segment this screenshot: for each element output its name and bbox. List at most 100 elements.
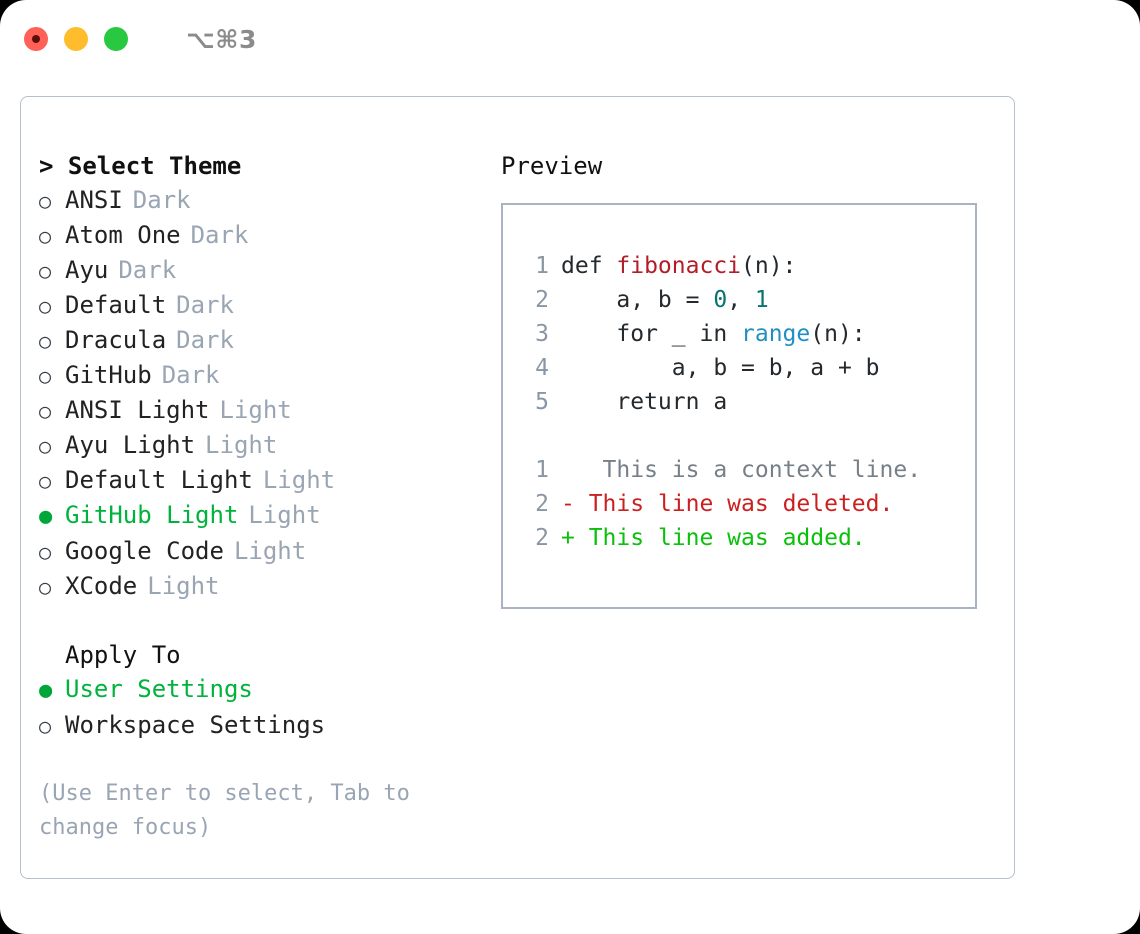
theme-option-label: ANSI Light [65,396,210,424]
theme-option-label: Google Code [65,537,224,565]
theme-option-default[interactable]: ○ Default Dark [39,288,501,323]
diff-line-text: This line was added. [574,525,866,551]
apply-to-list[interactable]: ● User Settings ○Workspace Settings [39,672,501,743]
theme-option-label: GitHub Light [65,501,239,529]
theme-option-tag: Light [219,396,292,424]
theme-option-tag: Light [205,431,278,459]
apply-to-header: Apply To [65,641,181,669]
radio-unselected-icon: ○ [39,364,52,388]
close-button[interactable] [24,27,48,51]
code-line: 4 a, b = b, a + b [521,351,975,385]
code-line-text: for _ in range(n): [561,317,865,351]
radio-unselected-icon: ○ [39,259,52,283]
diff-sign: + [561,525,575,551]
preview-title: Preview [501,152,603,180]
apply-to-option-label: Workspace Settings [65,711,326,739]
diff-line-text: This line was deleted. [574,491,894,517]
radio-unselected-icon: ○ [39,189,52,213]
code-token-plain: for _ in [561,321,742,347]
theme-option-tag: Dark [176,291,234,319]
theme-option-label: Default [65,291,167,319]
spacer [521,419,975,453]
diff-sample: 1 This is a context line.2- This line wa… [521,453,975,555]
zoom-button[interactable] [104,27,128,51]
code-line-text: return a [561,385,727,419]
theme-option-ansi-light[interactable]: ○ ANSI Light Light [39,393,501,428]
diff-line-del: 2- This line was deleted. [521,487,975,521]
theme-option-label: XCode [65,572,138,600]
code-line-number: 1 [535,253,549,279]
code-line-number: 2 [535,287,549,313]
code-token-plain: def [561,253,617,279]
theme-option-ansi[interactable]: ○ ANSI Dark [39,183,501,218]
radio-unselected-icon: ○ [39,540,52,564]
code-line-text: def fibonacci(n): [561,249,796,283]
minimize-button[interactable] [64,27,88,51]
apply-to-option-label: User Settings [65,675,253,703]
diff-sign: - [561,491,575,517]
theme-option-label: Ayu [65,256,109,284]
diff-line-number: 1 [535,457,549,483]
code-line-number: 4 [535,355,549,381]
theme-option-tag: Dark [161,361,220,389]
theme-option-tag: Light [147,572,220,600]
code-token-plain: (n): [741,253,797,279]
theme-option-tag: Light [262,466,336,494]
keyboard-hint: (Use Enter to select, Tab to change focu… [39,781,410,840]
theme-option-tag: Light [248,501,321,529]
theme-option-ayu[interactable]: ○ Ayu Dark [39,253,501,288]
theme-option-tag: Dark [176,326,234,354]
theme-option-label: ANSI [65,186,123,214]
radio-unselected-icon: ○ [39,399,52,423]
theme-option-label: Dracula [65,326,167,354]
theme-option-tag: Dark [118,256,177,284]
keyboard-shortcut-label: ⌥⌘3 [186,24,257,54]
diff-line-number: 2 [535,525,549,551]
diff-line-text: This is a context line. [574,457,922,483]
spacer [39,604,501,638]
code-line: 5 return a [521,385,975,419]
radio-selected-icon: ● [39,504,53,529]
apply-to-option-workspace-settings[interactable]: ○Workspace Settings [39,708,501,743]
theme-option-github-light[interactable]: ● GitHub Light Light [39,498,501,534]
code-line-number: 5 [535,389,549,415]
code-token-plain: a, b = b, a + b [561,355,880,381]
code-line: 3 for _ in range(n): [521,317,975,351]
apply-to-option-user-settings[interactable]: ● User Settings [39,672,501,708]
theme-option-label: Atom One [65,221,181,249]
theme-option-tag: Light [233,537,307,565]
radio-unselected-icon: ○ [39,294,52,318]
radio-unselected-icon: ○ [39,434,52,458]
radio-unselected-icon: ○ [39,575,52,599]
code-line: 2 a, b = 0, 1 [521,283,975,317]
code-token-plain: return a [561,389,728,415]
theme-option-ayu-light[interactable]: ○ Ayu Light Light [39,428,501,463]
diff-line-add: 2 + This line was added. [521,521,975,555]
theme-option-google-code[interactable]: ○ Google Code Light [39,534,501,569]
theme-option-label: Ayu Light [65,431,196,459]
radio-selected-icon: ● [39,678,53,703]
code-token-func: fibonacci [616,253,742,279]
select-theme-header: > Select Theme [39,152,242,180]
theme-option-tag: Dark [132,186,191,214]
theme-option-xcode[interactable]: ○ XCode Light [39,569,501,604]
code-token-plain: , [727,287,755,313]
theme-option-tag: Dark [190,221,249,249]
code-token-num: 1 [754,287,769,313]
code-line-text: a, b = b, a + b [561,351,880,385]
code-line: 1 def fibonacci(n): [521,249,975,283]
radio-unselected-icon: ○ [39,469,52,493]
diff-line-ctx: 1 This is a context line. [521,453,975,487]
titlebar: ⌥⌘3 [0,0,1140,78]
